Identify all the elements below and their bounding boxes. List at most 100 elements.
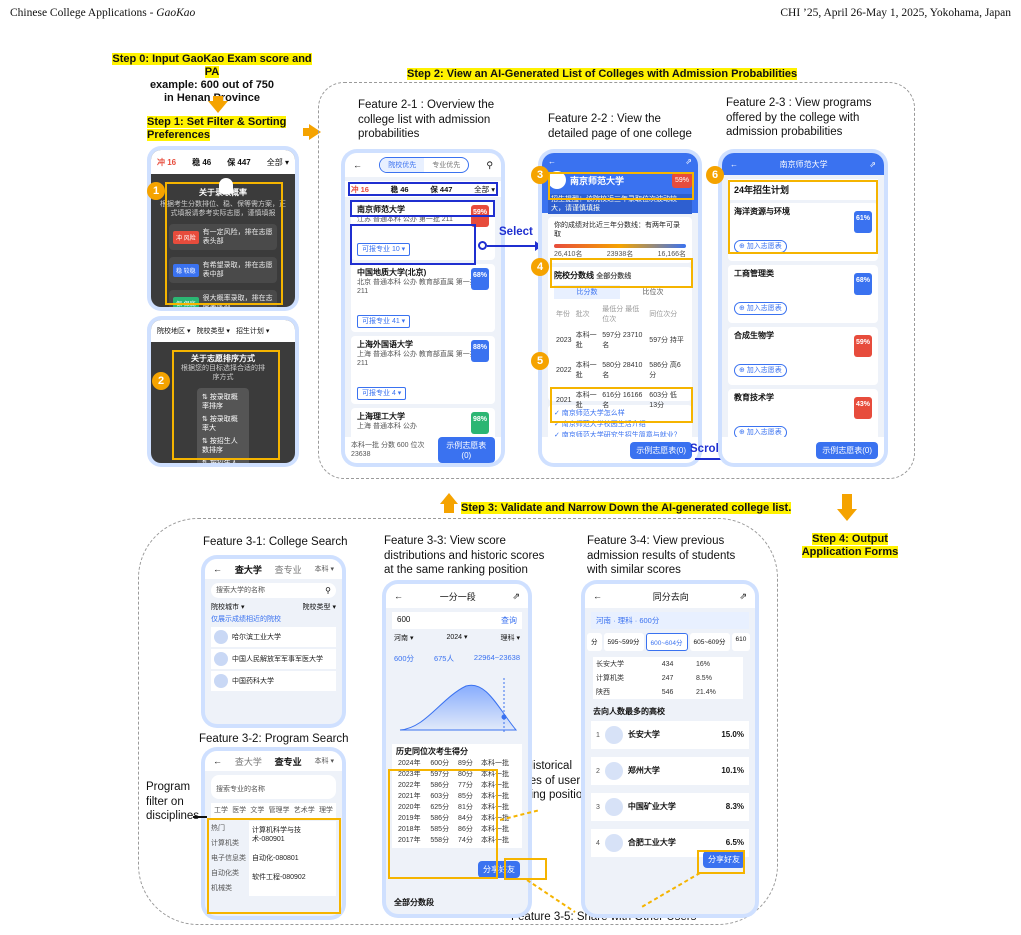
- type-filter[interactable]: 院校类型 ▾: [302, 604, 336, 611]
- discipline-sidebar-item[interactable]: 自动化类: [211, 870, 239, 877]
- search-result-name: 中国药科大学: [232, 677, 274, 685]
- table-cell: 本科一批: [575, 332, 597, 349]
- share-friends-button[interactable]: 分享好友: [703, 851, 745, 868]
- share-icon[interactable]: ⇗: [512, 590, 520, 601]
- search-result-item[interactable]: 哈尔滨工业大学: [211, 627, 336, 647]
- track-select[interactable]: 理科 ▾: [500, 635, 520, 642]
- back-arrow-icon[interactable]: ←: [730, 159, 738, 169]
- phone2-filter-type[interactable]: 院校类型 ▾: [196, 328, 230, 335]
- tab-major-first[interactable]: 专业优先: [432, 162, 461, 169]
- query-button[interactable]: 查询: [501, 616, 517, 625]
- tab-search-college[interactable]: 查大学: [234, 564, 262, 575]
- discipline-tab[interactable]: 艺术学: [293, 807, 315, 814]
- discipline-sidebar-item[interactable]: 电子信息类: [211, 855, 246, 862]
- probability-option[interactable]: 稳 较稳有希望录取，排在志愿表中部: [169, 257, 277, 283]
- tab-college-first[interactable]: 院校优先: [380, 158, 425, 172]
- tab-search-major[interactable]: 查专业: [274, 564, 302, 575]
- score-range-tab[interactable]: 605~609分: [689, 633, 730, 651]
- all-score-lines-link[interactable]: 全部分数线: [596, 273, 632, 280]
- history-table-title: 历史同位次考生得分: [396, 747, 468, 756]
- back-arrow-icon[interactable]: ←: [394, 591, 403, 601]
- province-select[interactable]: 河南 ▾: [394, 635, 414, 642]
- phone3-filter-all[interactable]: 全部 ▾: [474, 184, 495, 194]
- discipline-tab[interactable]: 医学: [232, 807, 247, 814]
- discipline-sidebar-item[interactable]: 计算机类: [211, 840, 239, 847]
- phone1-filter-all[interactable]: 全部 ▾: [266, 157, 289, 167]
- back-arrow-icon[interactable]: ←: [353, 160, 362, 170]
- all-score-segments-link[interactable]: 全部分数段: [394, 898, 434, 907]
- discipline-tab[interactable]: 管理学: [268, 807, 290, 814]
- table-cell: 74分: [458, 836, 473, 844]
- sample-form-button[interactable]: 示例志愿表(0): [437, 437, 495, 463]
- level-select[interactable]: 本科 ▾: [314, 565, 334, 573]
- add-to-form-button[interactable]: ⊕ 加入志愿表: [734, 302, 787, 315]
- tab-search-college[interactable]: 查大学: [234, 756, 262, 767]
- back-arrow-icon[interactable]: ←: [213, 756, 222, 766]
- sort-option[interactable]: ⇅ 按招生人数排序: [202, 438, 238, 454]
- related-question-chip[interactable]: ✓ 南京师范大学校园生活介绍: [554, 421, 646, 428]
- tab-compare-rank[interactable]: 比位次: [642, 289, 664, 296]
- available-programs-button[interactable]: 可报专业 41 ▾: [357, 315, 411, 328]
- phone2-filter-plan[interactable]: 招生计划 ▾: [235, 328, 270, 335]
- table-cell: 8.5%: [695, 674, 712, 682]
- available-programs-button[interactable]: 可报专业 10 ▾: [357, 243, 411, 256]
- add-to-form-button[interactable]: ⊕ 加入志愿表: [734, 364, 787, 377]
- back-arrow-icon[interactable]: ←: [213, 564, 222, 574]
- table-cell: 580分 28410名: [602, 362, 643, 379]
- share-icon[interactable]: ⇗: [869, 159, 876, 169]
- discipline-sidebar-item[interactable]: 热门: [211, 825, 225, 832]
- score-input[interactable]: 600: [397, 615, 411, 624]
- discipline-sidebar-item[interactable]: 机械类: [211, 885, 232, 892]
- phone2-filter-region[interactable]: 院校地区 ▾: [157, 328, 191, 335]
- search-result-item[interactable]: 中国人民解放军军事军医大学: [211, 649, 336, 669]
- probability-option[interactable]: 冲 风险有一定风险，排在志愿表头部: [169, 224, 277, 250]
- score-selector[interactable]: 河南 · 理科 · 600分: [591, 612, 749, 629]
- tab-compare-score[interactable]: 比分数: [554, 285, 620, 299]
- share-icon[interactable]: ⇗: [739, 590, 747, 601]
- share-icon[interactable]: ⇗: [685, 157, 692, 166]
- program-search-bar[interactable]: 搜索专业的名称: [211, 775, 336, 799]
- discipline-tab[interactable]: 理学: [318, 807, 333, 814]
- city-filter[interactable]: 院校城市 ▾: [211, 604, 245, 611]
- discipline-tab[interactable]: 文学: [250, 807, 265, 814]
- program-result-item[interactable]: 计算机科学与技术-080901: [252, 827, 301, 843]
- table-cell: 434: [661, 660, 674, 668]
- back-arrow-icon[interactable]: ←: [548, 157, 556, 166]
- college-search-bar[interactable]: 搜索大学的名称⚲: [211, 583, 336, 598]
- year-select[interactable]: 2024 ▾: [446, 634, 468, 641]
- sample-form-button[interactable]: 示例志愿表(0): [816, 441, 878, 459]
- related-question-chip[interactable]: ✓ 南京师范大学怎么样: [554, 410, 625, 417]
- score-range-tab[interactable]: 595~599分: [603, 633, 644, 651]
- score-range-tab[interactable]: 600~604分: [645, 633, 688, 651]
- tab-search-major[interactable]: 查专业: [274, 756, 302, 767]
- program-result-item[interactable]: 自动化-080801: [252, 855, 299, 862]
- score-range-tab[interactable]: 分: [587, 633, 602, 651]
- available-programs-button[interactable]: 可报专业 4 ▾: [357, 387, 407, 400]
- sort-option[interactable]: ⇅ 按录取概率大: [202, 416, 238, 432]
- sort-option[interactable]: ⇅ 按招生人数大学: [202, 457, 244, 463]
- step3-container: [138, 518, 778, 925]
- probability-tag: 稳 较稳: [173, 263, 199, 277]
- sort-option[interactable]: ⇅ 按录取概率排序: [202, 394, 238, 410]
- related-question-chip[interactable]: ✓ 南京师范大学研究生招生简章与就业？: [554, 432, 681, 439]
- share-friends-button[interactable]: 分享好友: [478, 861, 520, 878]
- score-range-tab[interactable]: 610: [731, 633, 751, 651]
- back-arrow-icon[interactable]: ←: [593, 591, 602, 601]
- discipline-tab[interactable]: 工学: [214, 807, 228, 814]
- program-page-title: 南京师范大学: [779, 159, 828, 169]
- program-result-item[interactable]: 软件工程-080902: [252, 874, 306, 881]
- level-select[interactable]: 本科 ▾: [314, 757, 334, 765]
- search-icon[interactable]: ⚲: [486, 159, 493, 170]
- sample-form-button[interactable]: 示例志愿表(0): [630, 441, 692, 459]
- search-result-item[interactable]: 中国药科大学: [211, 671, 336, 691]
